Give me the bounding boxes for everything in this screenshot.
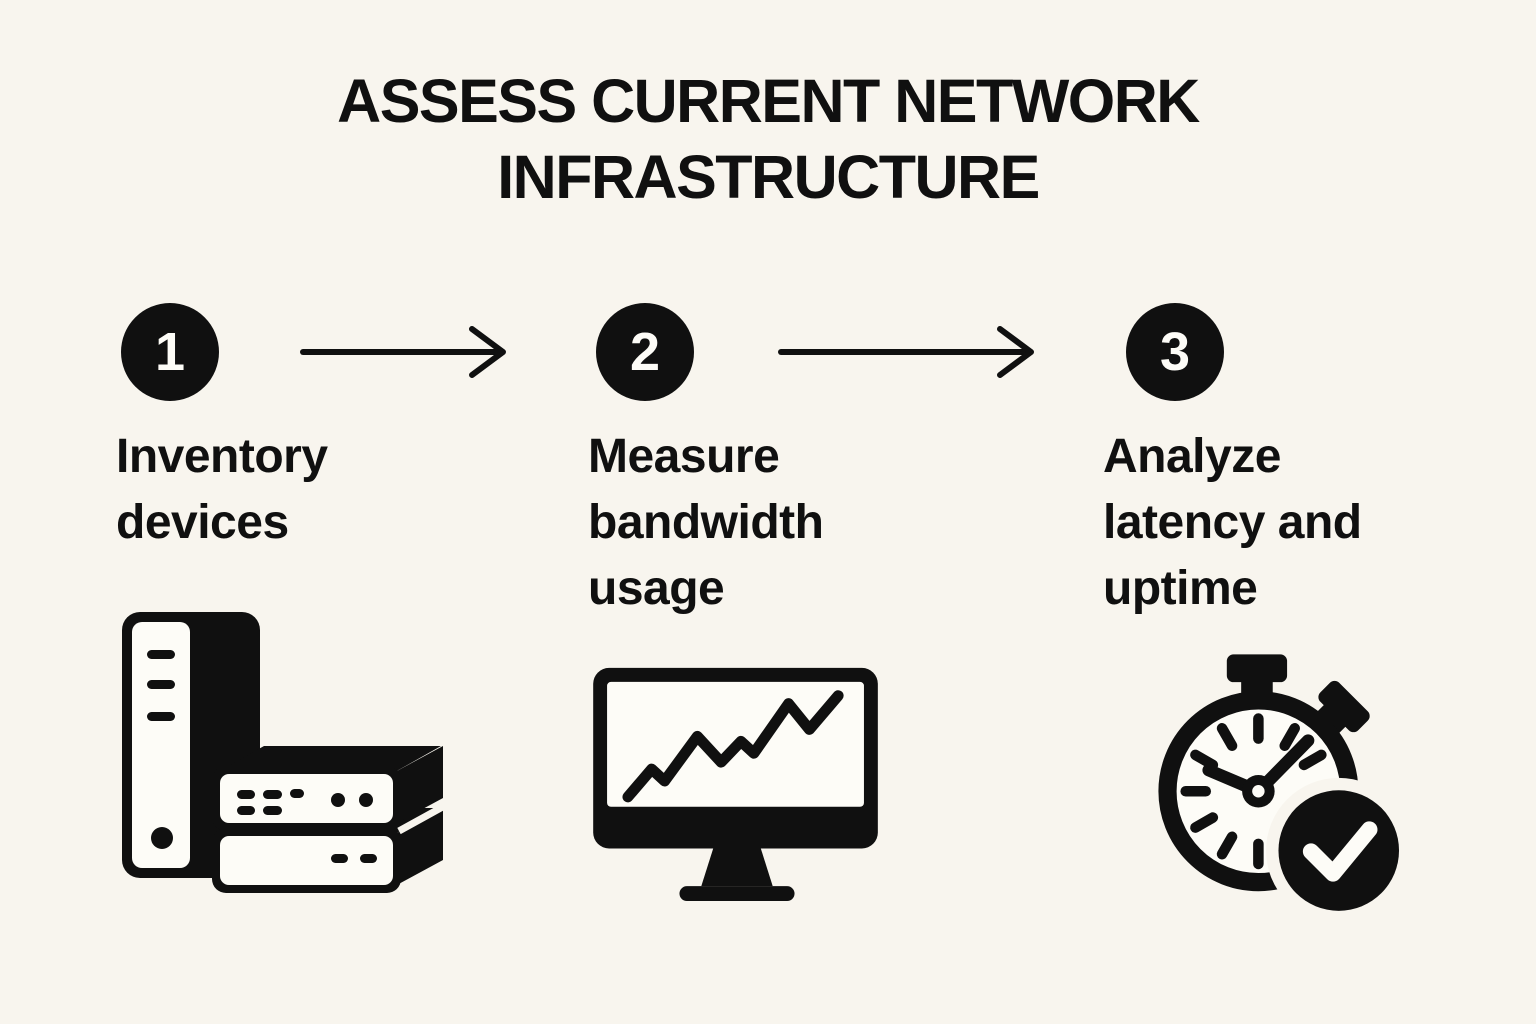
server-stack-icon bbox=[122, 612, 448, 893]
step-2-number: 2 bbox=[629, 322, 661, 382]
arrow-right-icon bbox=[300, 326, 506, 378]
arrow-right-icon bbox=[778, 326, 1034, 378]
step-1-label: Inventory devices bbox=[116, 430, 328, 550]
stopwatch-check-icon bbox=[1158, 654, 1412, 924]
step-2-label: Measure bandwidth usage bbox=[588, 430, 824, 616]
monitor-chart-icon bbox=[593, 667, 878, 902]
step-1-badge: 1 bbox=[121, 303, 219, 401]
step-2-badge: 2 bbox=[596, 303, 694, 401]
page-title: ASSESS CURRENT NETWORK INFRASTRUCTURE bbox=[337, 67, 1200, 211]
step-1-number: 1 bbox=[154, 322, 186, 382]
step-3-number: 3 bbox=[1159, 322, 1191, 382]
step-3-label: Analyze latency and uptime bbox=[1103, 430, 1362, 616]
step-3-badge: 3 bbox=[1126, 303, 1224, 401]
